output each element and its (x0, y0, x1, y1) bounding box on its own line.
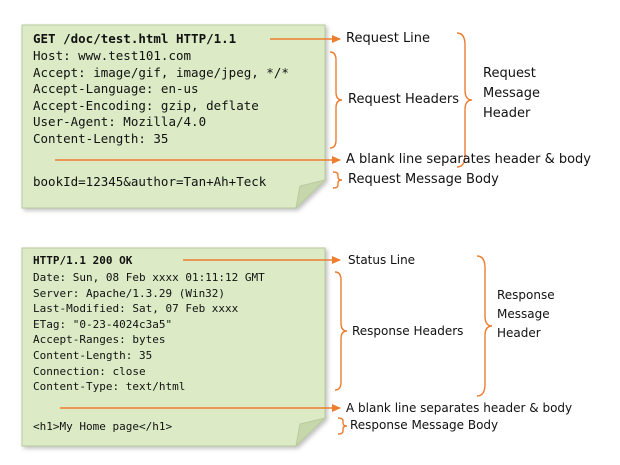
response-body-label: Response Message Body (350, 418, 499, 432)
response-body-brace (337, 417, 348, 435)
response-header-line: Date: Sun, 08 Feb xxxx 01:11:12 GMT (33, 271, 265, 284)
response-header-line: Last-Modified: Sat, 07 Feb xxxx (33, 302, 239, 316)
request-headers-label: Request Headers (348, 92, 460, 107)
request-header-line: Content-Length: 35 (33, 130, 169, 146)
request-header-line: Host: www.test101.com (33, 48, 192, 63)
request-body-brace (332, 171, 343, 189)
request-header-group-brace (456, 32, 473, 168)
response-header-line: ETag: "0-23-4024c3a5" (33, 317, 173, 331)
request-header-group-word: Header (483, 106, 531, 121)
response-blank-label: A blank line separates header & body (346, 401, 573, 415)
response-header-group-word: Response (497, 288, 555, 302)
response-headers-label: Response Headers (352, 324, 464, 338)
response-headers-brace (334, 271, 348, 391)
response-header-group-word: Header (497, 326, 541, 340)
request-header-group-word: Request (483, 66, 536, 81)
request-header-line: Accept-Encoding: gzip, deflate (33, 97, 259, 113)
response-headers-text: Date: Sun, 08 Feb xxxx 01:11:12 GMT Serve… (33, 270, 265, 395)
request-headers-brace (329, 51, 343, 149)
request-line-text: GET /doc/test.html HTTP/1.1 (33, 31, 237, 46)
request-body-text: bookId=12345&author=Tan+Ah+Teck (33, 174, 267, 189)
request-body-label: Request Message Body (348, 172, 499, 187)
status-line-text: HTTP/1.1 200 OK (33, 254, 133, 267)
response-note (21, 247, 327, 448)
response-body-text: <h1>My Home page</h1> (33, 420, 173, 433)
request-header-line: Accept-Language: en-us (33, 81, 199, 97)
request-blank-label: A blank line separates header & body (346, 152, 592, 167)
response-header-line: Content-Length: 35 (33, 348, 153, 362)
response-header-group-brace (476, 255, 493, 397)
request-note (21, 24, 327, 210)
response-header-line: Content-Type: text/html (33, 380, 186, 394)
response-header-line: Connection: close (33, 364, 146, 378)
request-header-line: Accept: image/gif, image/jpeg, */* (33, 64, 289, 80)
request-line-label: Request Line (346, 31, 431, 46)
request-header-line: User-Agent: Mozilla/4.0 (33, 114, 207, 130)
status-line-label: Status Line (348, 253, 416, 267)
response-header-group-word: Message (497, 307, 550, 321)
request-header-group-word: Message (483, 86, 540, 101)
response-header-line: Accept-Ranges: bytes (33, 333, 166, 347)
response-header-line: Server: Apache/1.3.29 (Win32) (33, 286, 226, 300)
